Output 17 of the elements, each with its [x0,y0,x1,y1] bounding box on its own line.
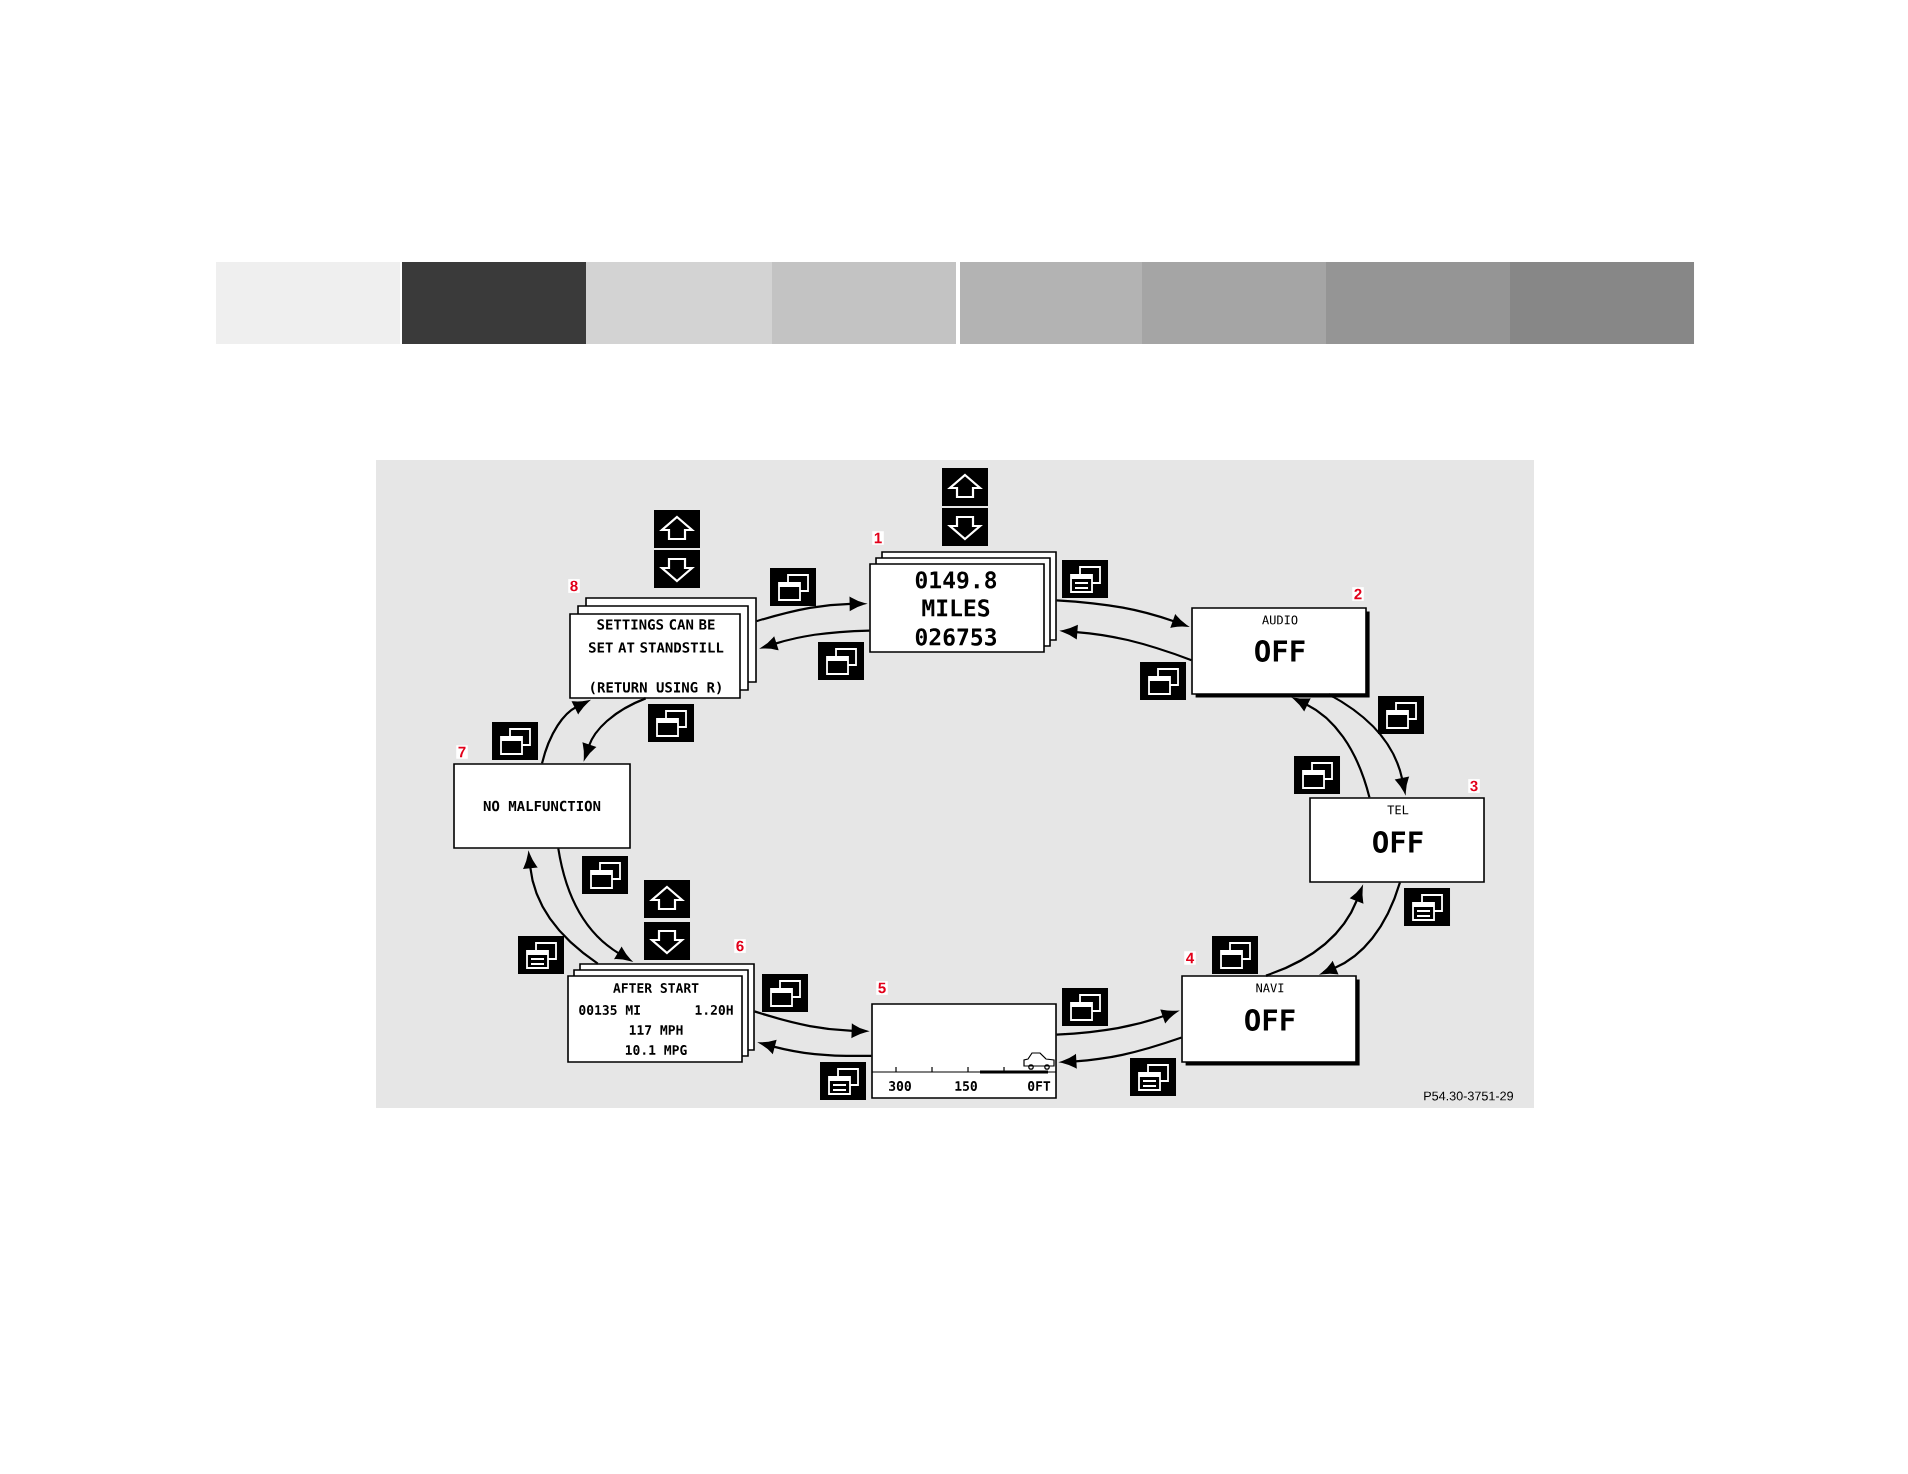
arrow [1265,887,1364,977]
arrow [760,1040,872,1058]
arrow [1328,693,1409,793]
arrow [1061,1036,1182,1068]
arrow [754,1010,867,1038]
arrow [1056,599,1187,628]
arrow [762,629,870,650]
arrow [1056,1009,1177,1036]
arrow [1062,625,1192,662]
arrow [1293,697,1371,798]
arrow [523,853,599,965]
arrow [540,700,589,764]
arrow [1321,882,1401,975]
display-screen: 0149.8 MILES 026753 [869,551,1057,653]
arrow [756,597,865,623]
arrow [582,697,647,759]
arrow [557,848,631,962]
